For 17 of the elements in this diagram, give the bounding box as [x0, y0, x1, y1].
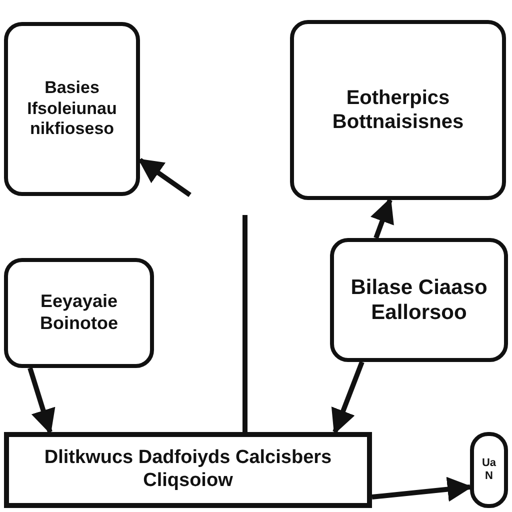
arrow — [138, 158, 192, 198]
box-label: Eotherpics Bottnaisisnes — [331, 86, 465, 134]
process-box — [470, 432, 508, 508]
arrow — [372, 476, 472, 502]
process-box — [330, 238, 508, 362]
box-label: Ua N — [480, 456, 498, 484]
process-box — [290, 20, 506, 200]
process-box — [4, 432, 372, 508]
arrow — [370, 198, 394, 239]
process-box — [4, 258, 154, 368]
box-label: Bilase Ciaaso Eallorsoo — [350, 274, 488, 326]
box-label: Basies Ifsoleiunau nikfioseso — [26, 78, 118, 140]
arrow — [28, 367, 56, 434]
arrow — [331, 361, 364, 434]
process-box — [4, 22, 140, 196]
box-label: Eeyayaie Boinotoe — [39, 291, 119, 335]
box-label: Dlitkwucs Dadfoiyds Calcisbers Cliqsoiow — [43, 447, 333, 493]
